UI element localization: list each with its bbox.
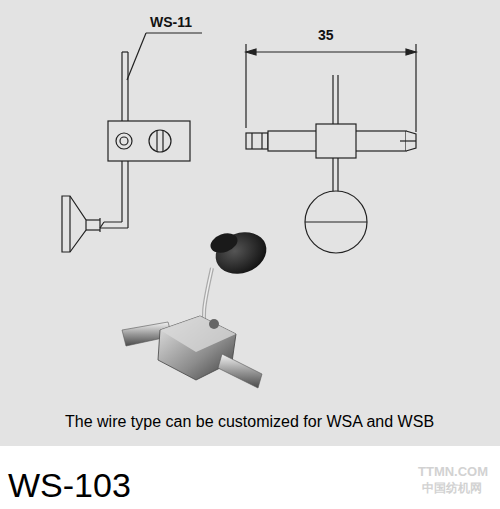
note-caption: The wire type can be customized for WSA …: [65, 413, 434, 431]
part-name: WS-11: [150, 14, 192, 30]
dimension: 35: [318, 27, 334, 43]
model-title: WS-103: [8, 466, 131, 505]
watermark: TTMN.COM: [418, 464, 488, 479]
watermark: 中国纺机网: [422, 480, 482, 497]
